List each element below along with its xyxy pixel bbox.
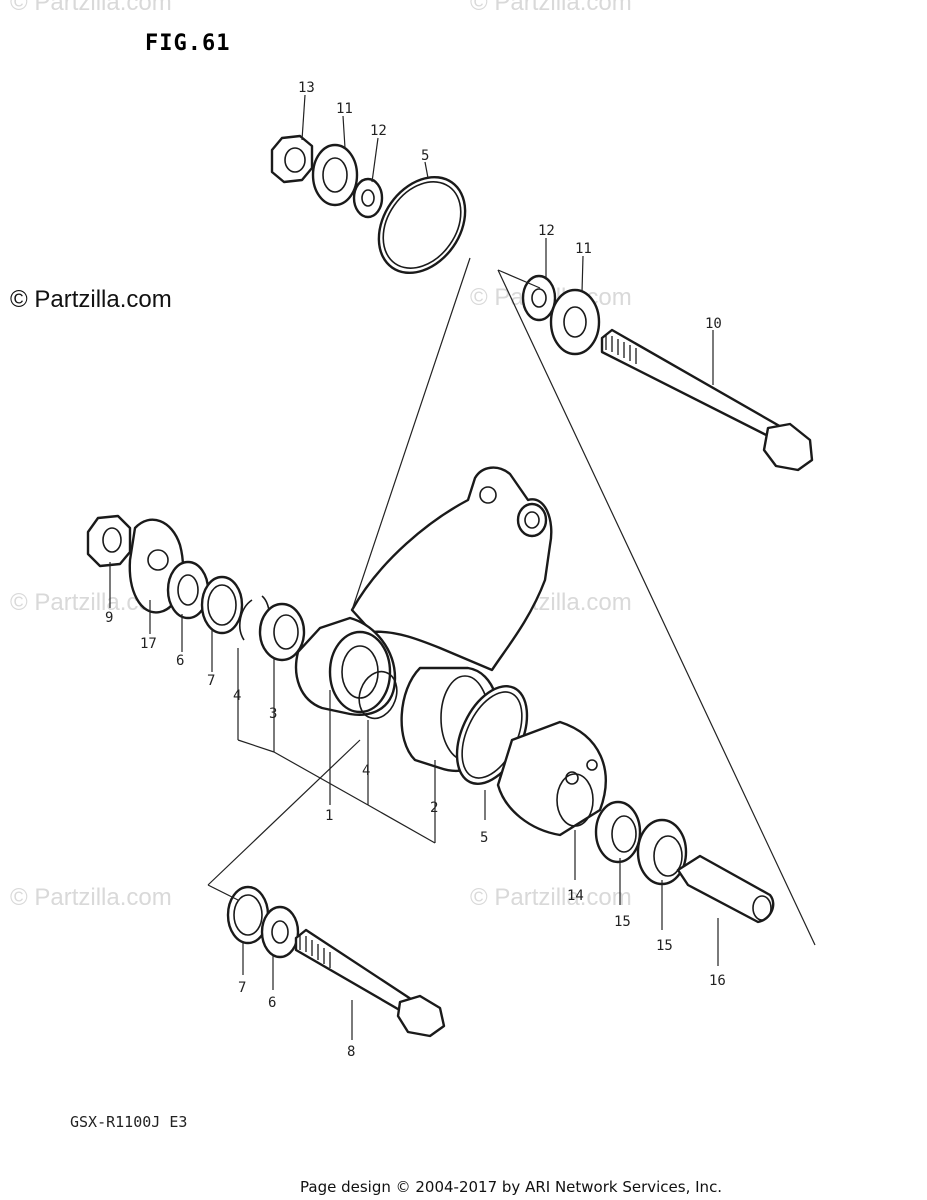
callout-9: 9 — [105, 610, 113, 626]
washer-12-top — [352, 177, 384, 219]
collar-14 — [496, 720, 607, 837]
bolt-8 — [294, 928, 446, 1038]
footer-credit: Page design © 2004-2017 by ARI Network S… — [300, 1178, 722, 1196]
watermark-lower-left: © Partzilla.com — [10, 884, 172, 911]
nut-13 — [270, 134, 314, 184]
washer-6-bottom — [260, 905, 300, 959]
washer-7-bottom — [226, 885, 270, 945]
washer-7-left — [200, 575, 244, 635]
callout-15-b: 15 — [656, 938, 673, 954]
callout-5-center: 5 — [480, 830, 488, 846]
callout-16: 16 — [709, 973, 726, 989]
callout-7-bottom: 7 — [238, 980, 246, 996]
callout-8: 8 — [347, 1044, 355, 1060]
callout-12-right: 12 — [538, 223, 555, 239]
callout-11-top: 11 — [336, 101, 353, 117]
callout-11-right: 11 — [575, 241, 592, 257]
callout-15-a: 15 — [614, 914, 631, 930]
assembly-lines — [207, 257, 816, 946]
callout-10: 10 — [705, 316, 722, 332]
callout-6-bottom: 6 — [268, 995, 276, 1011]
callout-2: 2 — [430, 800, 438, 816]
callout-1: 1 — [325, 808, 333, 824]
washer-12-right — [521, 274, 557, 322]
washer-11-right — [549, 288, 601, 356]
callout-leaders — [109, 94, 719, 1040]
spacer-16 — [676, 854, 775, 924]
bearing-15-b — [636, 818, 688, 886]
callout-7-left: 7 — [207, 673, 215, 689]
watermark-lower-right: © Partzilla.com — [470, 884, 632, 911]
bolt-10 — [600, 328, 814, 472]
oring-5-top — [377, 175, 467, 275]
callout-4-left: 4 — [233, 688, 241, 704]
copyright-brand: © Partzilla.com — [10, 286, 172, 313]
bearing-3 — [258, 602, 306, 662]
watermark-top-left: © Partzilla.com — [10, 0, 172, 16]
callout-17: 17 — [140, 636, 157, 652]
watermark-top: © Partzilla.com — [470, 0, 632, 16]
callout-4-center: 4 — [362, 763, 370, 779]
callout-5-top: 5 — [421, 148, 429, 164]
bearing-15-a — [594, 800, 642, 864]
callout-6-left: 6 — [176, 653, 184, 669]
cushion-lever — [350, 466, 553, 672]
model-code: GSX-R1100J E3 — [70, 1113, 187, 1131]
lever-boss-1 — [294, 616, 397, 716]
callout-12-top: 12 — [370, 123, 387, 139]
circlip-4-center — [358, 670, 398, 720]
callout-13: 13 — [298, 80, 315, 96]
washer-11-top — [311, 143, 359, 207]
callout-labels: 13 11 12 5 12 11 10 9 17 6 7 4 3 1 4 2 5… — [105, 80, 726, 1060]
figure-title: FIG.61 — [145, 31, 230, 56]
nut-9 — [86, 514, 132, 568]
callout-3: 3 — [269, 706, 277, 722]
callout-14: 14 — [567, 888, 584, 904]
